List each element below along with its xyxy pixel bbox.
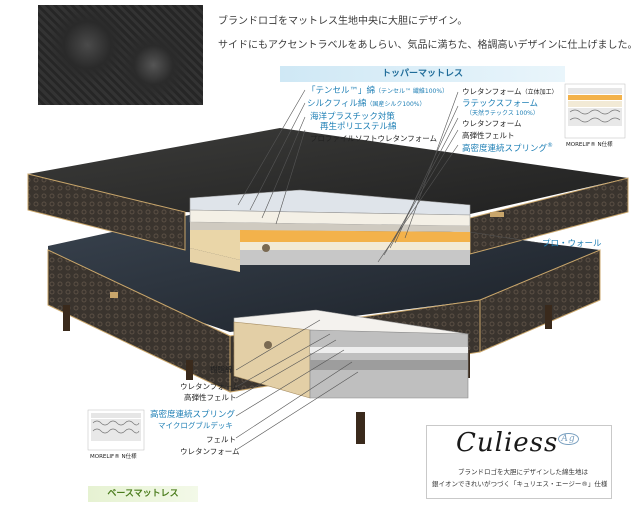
leg	[545, 305, 552, 329]
topper-mini-caption: MORELIF® N仕様	[566, 142, 613, 148]
label-base-felt: 高弾性フェルト	[184, 393, 237, 402]
label-spring: 高密度連続スプリング®	[462, 142, 554, 154]
label-base-spring: 高密度連続スプリング	[150, 410, 236, 420]
label-urethane: ウレタンフォーム	[462, 119, 522, 128]
intro-line-2: サイドにもアクセントラベルをあしらい、気品に満ちた、格調高いデザインに仕上げまし…	[218, 40, 638, 51]
label-profile-urethane: プロファイルソフトウレタンフォーム	[310, 134, 438, 143]
label-ocean-plastic: 海洋プラスチック対策	[310, 112, 395, 122]
label-base-felt-2: フェルト	[206, 435, 236, 444]
topper-cutaway	[189, 189, 471, 272]
label-urethane-3d: ウレタンフォーム（立体加工）	[462, 87, 558, 96]
base-mini-diagram	[87, 409, 145, 451]
label-pro-wall: プロ・ウォール	[542, 239, 602, 249]
base-cutaway	[233, 309, 470, 399]
leader-lines	[235, 89, 541, 451]
label-recycled-polyester: 再生ポリエステル綿	[320, 122, 397, 132]
label-silk-fill: シルクフィル綿（国産シルク100%）	[307, 99, 426, 109]
label-micro-deck: マイクログブルデッキ	[158, 421, 233, 430]
topper-side-label	[490, 212, 504, 217]
leg	[63, 305, 70, 331]
leg	[186, 360, 193, 380]
brand-box	[426, 425, 612, 499]
label-felt: 高弾性フェルト	[462, 131, 515, 140]
brand-caption-2: 銀イオンできれいがつづく「キュリエス・エージー®」仕様	[432, 480, 608, 488]
base-side-label	[110, 292, 118, 298]
base-title: ベースマットレス	[88, 486, 198, 502]
label-base-urethane-2: ウレタンフォーム	[180, 447, 240, 456]
label-base-urethane: ウレタンフォーム	[180, 382, 240, 391]
topper-mini-diagram	[564, 83, 626, 139]
topper-mattress	[27, 128, 629, 255]
leg	[356, 412, 365, 444]
ag-badge: Ag	[558, 433, 579, 446]
base-mini-caption: MORELIF® N仕様	[90, 454, 137, 460]
label-resin-cotton: 樹脂綿	[210, 365, 233, 374]
intro-line-1: ブランドロゴをマットレス生地中央に大胆にデザイン。	[218, 16, 468, 27]
label-latex: ラテックスフォーム	[462, 99, 538, 109]
fabric-swatch-image	[38, 5, 203, 105]
label-latex-note: （天然ラテックス 100%）	[466, 110, 539, 117]
topper-title: トッパーマットレス	[280, 66, 565, 82]
label-tencel: 「テンセル™」綿（テンセル™ 繊維100%）	[307, 86, 449, 96]
brand-caption-1: ブランドロゴを大胆にデザインした綿生地は	[458, 468, 588, 476]
